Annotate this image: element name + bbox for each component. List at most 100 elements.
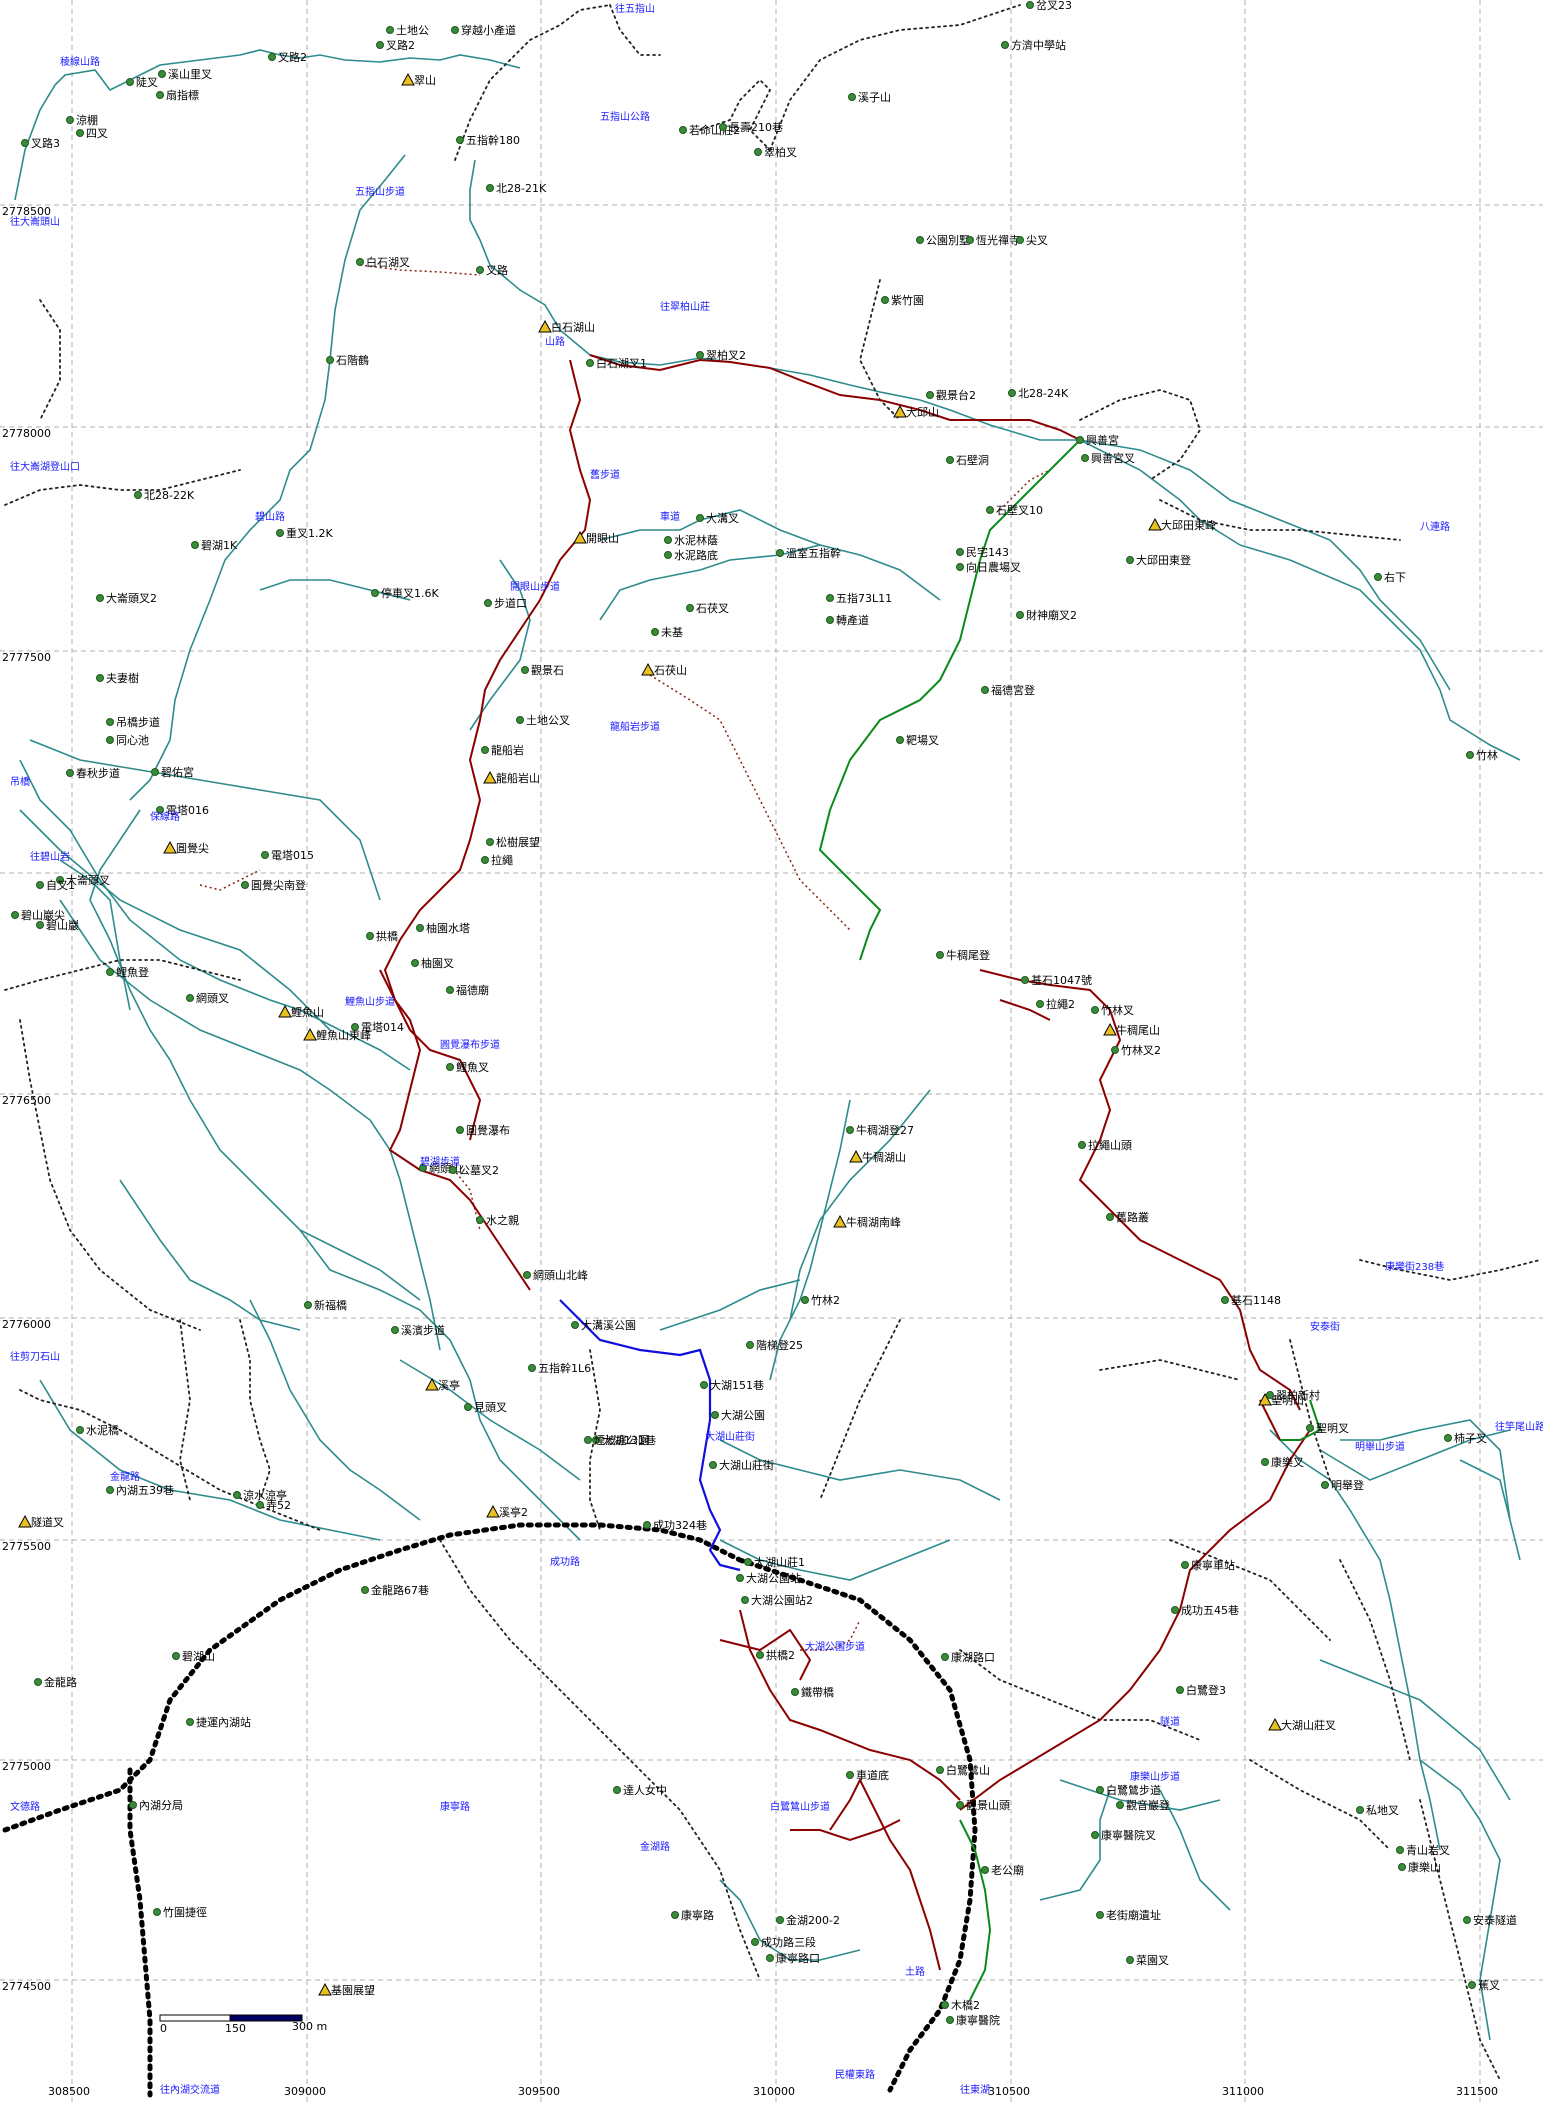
place-marker: 碧佑宮 — [151, 765, 194, 779]
place-label: 觀景山頭 — [966, 1799, 1010, 1812]
place-marker: 菜園叉 — [1126, 1954, 1169, 1967]
place-label: 右下 — [1384, 570, 1406, 584]
place-marker: 竹圍捷徑 — [153, 1905, 207, 1919]
waypoint-dot-icon — [419, 1164, 427, 1172]
place-marker: 柚園叉 — [411, 956, 454, 970]
waypoint-dot-icon — [926, 391, 934, 399]
place-label: 五指幹1L6 — [538, 1361, 591, 1375]
place-label: 康寧路 — [681, 1908, 714, 1922]
x-coord-label: 308500 — [48, 2085, 90, 2098]
place-marker: 松樹展望 — [486, 835, 540, 849]
waypoint-dot-icon — [233, 1491, 241, 1499]
waypoint-dot-icon — [776, 549, 784, 557]
place-label: 翠山 — [414, 74, 436, 87]
place-marker: 碧山巖尖 — [11, 908, 65, 922]
place-label: 大湖山莊街 — [719, 1458, 774, 1472]
waypoint-dot-icon — [586, 359, 594, 367]
place-label: 北28-22K — [144, 489, 195, 502]
place-label: 大湖151巷 — [710, 1378, 764, 1392]
place-label: 石壁洞 — [956, 453, 989, 467]
route-label: 大湖公園步道 — [805, 1640, 865, 1653]
place-label: 圓覺尖南登 — [251, 878, 306, 892]
scale-label: 300 m — [292, 2020, 327, 2033]
place-label: 見頭叉 — [474, 1401, 507, 1414]
peak-icon — [401, 72, 415, 86]
waypoint-dot-icon — [416, 924, 424, 932]
y-coord-label: 2778000 — [2, 427, 51, 440]
place-label: 竹林叉2 — [1121, 1043, 1161, 1057]
place-marker: 木橋2 — [941, 1998, 980, 2012]
waypoint-dot-icon — [1181, 1561, 1189, 1569]
place-marker: 蕉叉 — [1468, 1979, 1500, 1992]
place-marker: 扇指標 — [156, 88, 199, 102]
waypoint-dot-icon — [523, 1271, 531, 1279]
peak-icon — [1103, 1022, 1117, 1036]
route-label: 碧山路 — [255, 510, 285, 523]
peak-icon — [893, 404, 907, 418]
place-marker: 大崙頭叉2 — [96, 591, 157, 605]
place-marker: 成功五45巷 — [1171, 1604, 1239, 1617]
place-marker: 柿子叉 — [1444, 1431, 1487, 1445]
waypoint-dot-icon — [881, 296, 889, 304]
place-label: 五指73L11 — [836, 591, 892, 605]
place-label: 弄52 — [266, 1499, 291, 1512]
place-marker: 白鷺登3 — [1176, 1683, 1226, 1697]
place-marker: 溫室五指幹 — [776, 546, 841, 560]
place-label: 內湖分局 — [139, 1799, 183, 1812]
place-label: 隧道叉 — [31, 1515, 64, 1529]
route-label: 康樂山步道 — [1130, 1770, 1180, 1783]
place-label: 成功路三段 — [761, 1935, 816, 1949]
place-label: 舊路叢 — [1116, 1210, 1149, 1224]
place-marker: 翠柏新村 — [1266, 1388, 1320, 1402]
route-label: 龍船岩步道 — [610, 720, 660, 733]
place-label: 春秋步道 — [76, 766, 120, 780]
place-marker: 白鷺鷥步道 — [1096, 1783, 1161, 1797]
waypoint-dot-icon — [366, 932, 374, 940]
place-marker: 溪亭2 — [486, 1504, 528, 1519]
place-marker: 紫竹園 — [881, 293, 924, 307]
place-marker: 大湖151巷 — [700, 1378, 764, 1392]
place-label: 松樹展望 — [496, 835, 540, 849]
waypoint-dot-icon — [96, 674, 104, 682]
route-label: 康寧路 — [440, 1800, 470, 1813]
place-marker: 石茯叉 — [686, 601, 729, 615]
waypoint-dot-icon — [986, 506, 994, 514]
place-label: 拱橋2 — [766, 1648, 795, 1662]
place-label: 北28-21K — [496, 182, 547, 195]
place-marker: 大邱山 — [893, 404, 939, 419]
waypoint-dot-icon — [936, 1766, 944, 1774]
place-marker: 五指73L11 — [826, 591, 892, 605]
place-marker: 康寧醫院 — [946, 2013, 1000, 2027]
place-marker: 步道口 — [484, 596, 527, 610]
place-marker: 圓覺瀑布 — [456, 1124, 510, 1137]
place-marker: 大湖山莊街 — [709, 1458, 774, 1472]
waypoint-dot-icon — [1176, 1686, 1184, 1694]
place-label: 大邱山 — [906, 405, 939, 419]
place-label: 水泥路底 — [674, 548, 718, 562]
place-label: 土地公叉 — [526, 714, 570, 727]
waypoint-dot-icon — [643, 1521, 651, 1529]
place-label: 土地公 — [396, 24, 429, 37]
place-label: 石茯叉 — [696, 601, 729, 615]
route-label: 往內湖交流道 — [160, 2083, 220, 2096]
place-label: 青山岩叉 — [1406, 1843, 1450, 1857]
waypoint-dot-icon — [1111, 1046, 1119, 1054]
waypoint-dot-icon — [1001, 41, 1009, 49]
place-label: 老街廟遺址 — [1106, 1908, 1161, 1922]
scale-label: 0 — [160, 2022, 167, 2035]
place-label: 白鷺登3 — [1186, 1683, 1226, 1697]
waypoint-dot-icon — [1081, 454, 1089, 462]
waypoint-dot-icon — [571, 1321, 579, 1329]
place-marker: 觀景台2 — [926, 388, 976, 402]
waypoint-dot-icon — [11, 911, 19, 919]
place-label: 圓覺瀑布 — [466, 1124, 510, 1137]
place-label: 白石湖叉1 — [596, 356, 647, 370]
place-label: 電塔015 — [271, 849, 314, 862]
waypoint-dot-icon — [268, 53, 276, 61]
route-label: 金龍路 — [110, 1470, 140, 1483]
place-marker: 溪山里叉 — [158, 68, 212, 81]
place-label: 私地叉 — [1366, 1804, 1399, 1817]
road-network — [14, 49, 1521, 2041]
route-label: 民權東路 — [835, 2068, 875, 2081]
